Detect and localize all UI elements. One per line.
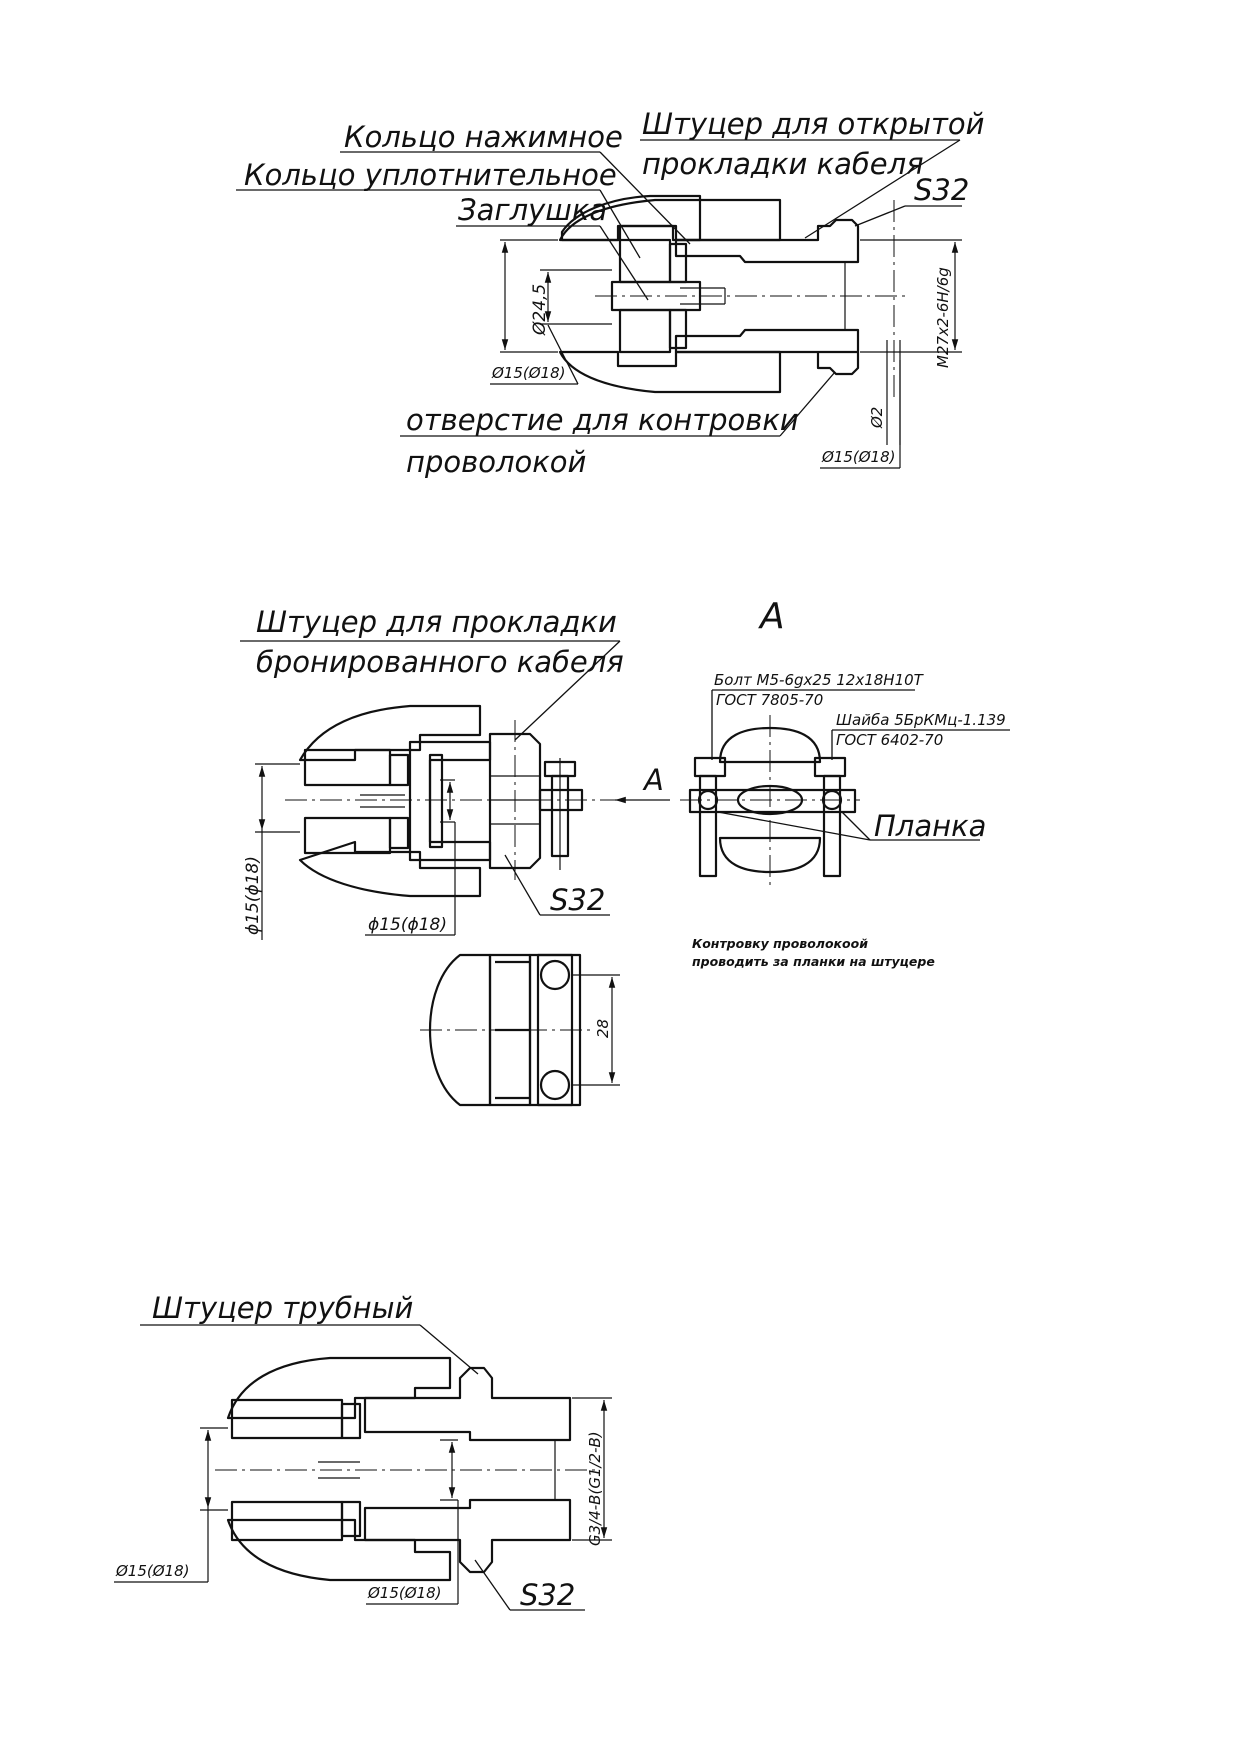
label-s32-fig2: S32 <box>550 883 605 917</box>
label-hole-2: проволокой <box>406 445 586 479</box>
nut3-upper <box>226 1356 452 1420</box>
fitting-lower <box>674 328 860 376</box>
figure-open-cable-fitting: Кольцо нажимное Кольцо уплотнительное За… <box>236 107 984 479</box>
pipe-fitting-lower <box>363 1498 572 1574</box>
figure-armored-cable-fitting: А Штуцер для прокладки бронированного ка… <box>240 596 1010 1107</box>
press-ring-upper <box>668 242 688 284</box>
dim-d15-left: Ø15(Ø18) <box>491 364 566 382</box>
dim-d15-vertical: ϕ15(ϕ18) <box>243 856 263 935</box>
label-washer-1: Шайба 5БрКМц-1.139 <box>836 711 1006 729</box>
label-fitting-armored-1: Штуцер для прокладки <box>256 605 617 639</box>
label-washer-2: ГОСТ 6402-70 <box>836 731 943 749</box>
label-s32-fig3: S32 <box>520 1578 575 1612</box>
label-fitting-armored-2: бронированного кабеля <box>256 645 624 679</box>
dim-d2: Ø2 <box>868 407 886 429</box>
outer-view-dome <box>428 953 492 1107</box>
label-hole-1: отверстие для контровки <box>406 403 799 437</box>
dim-d245: Ø24,5 <box>530 284 550 336</box>
nut2-lower <box>298 840 482 898</box>
view-arrow-a: А <box>642 763 664 797</box>
pipe-fitting-upper <box>363 1366 572 1442</box>
note-1: Контровку проволокоой <box>692 936 868 951</box>
figure-pipe-fitting: Штуцер трубный Ø15(Ø18) Ø15(Ø18) G3/4-B(… <box>114 1291 612 1612</box>
seal-ring-lower <box>618 308 672 354</box>
dim-thread: М27х2-6Н/6g <box>934 267 952 368</box>
nut-dome <box>558 198 782 242</box>
dim-thread-fig3: G3/4-B(G1/2-B) <box>586 1431 604 1546</box>
label-ring-seal: Кольцо уплотнительное <box>244 158 617 192</box>
hex-nut <box>488 732 542 870</box>
label-fitting-open-2: прокладки кабеля <box>642 147 924 181</box>
press-ring-lower <box>668 308 688 350</box>
dim-d15-bottom-fig3: Ø15(Ø18) <box>367 1584 442 1602</box>
dim-d15-right: Ø15(Ø18) <box>821 448 896 466</box>
dim-d15-bottom: ϕ15(ϕ18) <box>368 915 447 935</box>
view-title-a: А <box>758 596 785 637</box>
nut3-lower <box>226 1518 452 1582</box>
note-2: проводить за планки на штуцере <box>692 954 935 969</box>
fitting-upper <box>674 218 860 264</box>
label-fitting-pipe: Штуцер трубный <box>152 1291 413 1325</box>
label-plug: Заглушка <box>458 193 607 227</box>
label-ring-press: Кольцо нажимное <box>344 120 623 154</box>
label-bolt-1: Болт М5-6gх25 12х18Н10Т <box>714 671 925 689</box>
label-fitting-open-1: Штуцер для открытой <box>642 107 984 141</box>
nut-dome-bottom <box>558 350 782 394</box>
plug <box>610 280 702 312</box>
seal2-upper <box>303 748 392 787</box>
label-plank: Планка <box>874 809 986 843</box>
label-s32: S32 <box>914 173 969 207</box>
dim-d15-left-fig3: Ø15(Ø18) <box>115 1562 190 1580</box>
seal-ring-upper <box>618 238 672 284</box>
dim-28: 28 <box>594 1019 612 1038</box>
seal2-lower <box>303 816 392 855</box>
label-bolt-2: ГОСТ 7805-70 <box>716 691 823 709</box>
